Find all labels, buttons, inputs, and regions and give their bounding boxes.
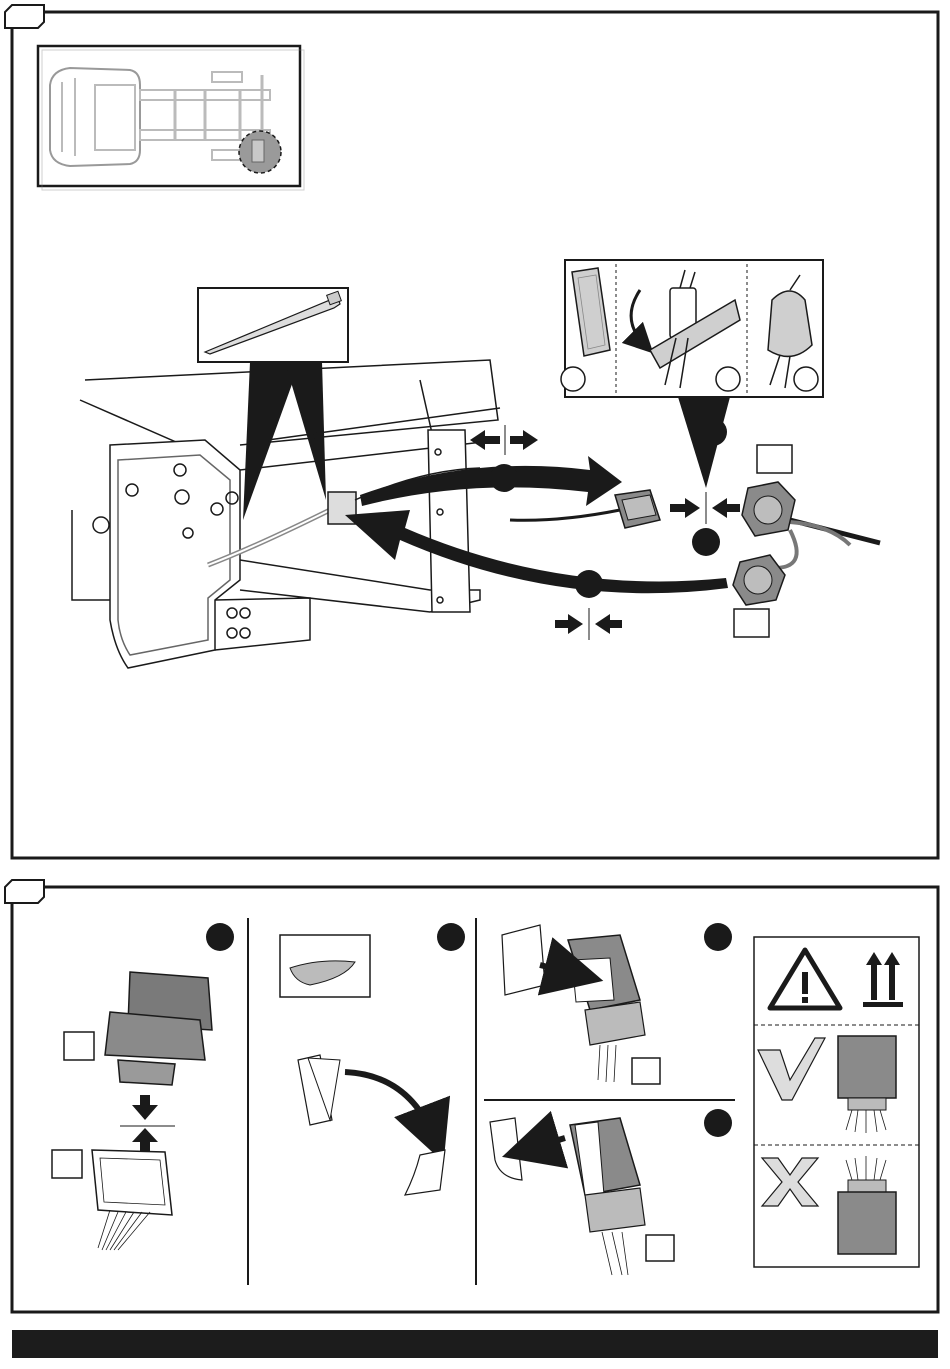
lower-panel (5, 880, 938, 1312)
step-circle (561, 367, 585, 391)
step-circle (716, 367, 740, 391)
label-box (757, 445, 792, 473)
push-together-arrows (555, 608, 622, 640)
connector-socket-lower (733, 555, 785, 605)
numbered-step-marker (704, 1109, 732, 1137)
label-box (64, 1032, 94, 1060)
chassis-rear-drawing (72, 360, 500, 668)
adhesive-pad-peel (280, 923, 465, 1195)
module-plug-in (52, 923, 234, 1250)
step-circle (794, 367, 818, 391)
numbered-step-marker (699, 418, 727, 446)
orientation-warning (754, 937, 919, 1267)
panel-tab-upper (5, 5, 44, 28)
numbered-step-marker (206, 923, 234, 951)
connector-plug-left (615, 490, 660, 528)
label-box (646, 1235, 674, 1261)
connector-socket-right (742, 482, 795, 536)
push-together-arrows (670, 492, 740, 524)
numbered-step-marker (437, 923, 465, 951)
routing-arrow-back (345, 510, 728, 593)
numbered-step-marker (490, 464, 518, 492)
vehicle-chassis-locator-icon (38, 46, 304, 190)
pull-apart-arrows (470, 425, 538, 455)
numbered-step-marker (575, 570, 603, 598)
numbered-step-marker (692, 528, 720, 556)
footer-bar (12, 1330, 938, 1358)
label-box (734, 609, 769, 637)
label-box (52, 1150, 82, 1178)
upper-panel (5, 5, 938, 858)
numbered-step-marker (704, 923, 732, 951)
panel-tab-lower (5, 880, 44, 903)
label-box (632, 1058, 660, 1084)
